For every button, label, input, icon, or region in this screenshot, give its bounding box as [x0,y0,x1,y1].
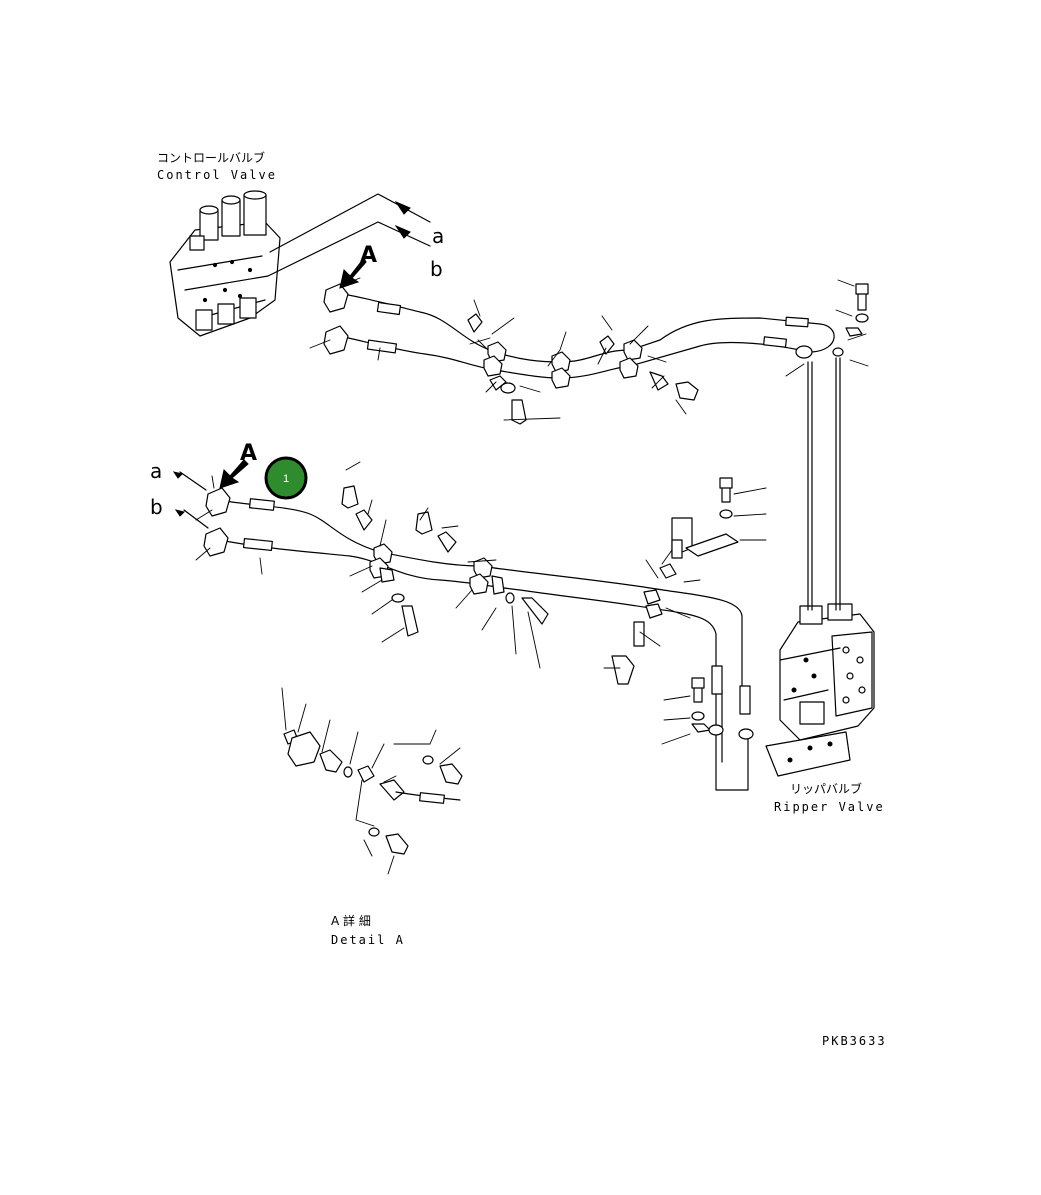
detail-a-jp-label: A 詳 細 [331,913,371,928]
control-valve-en-label: Control Valve [157,168,277,182]
control-valve [169,190,281,337]
drawing-code: PKB3633 [822,1034,887,1048]
control-valve-jp-label: コントロールバルブ [157,150,265,165]
port-a-marker-top: a [432,224,444,248]
callout-1-label: 1 [283,473,289,485]
ripper-valve [765,603,875,777]
port-b-marker-top: b [430,257,443,281]
detail-a-view [281,687,463,875]
callout-1-circle [264,456,308,500]
detail-a-en-label: Detail A [331,933,405,947]
view-a-marker-top: A [360,243,377,268]
ripper-valve-en-label: Ripper Valve [774,800,885,814]
callout-1[interactable]: 1 [264,456,308,500]
ripper-valve-jp-label: リッパバルブ [790,781,862,796]
view-a-marker-mid: A [240,441,257,466]
port-a-marker-mid: a [150,459,162,483]
port-b-marker-mid: b [150,495,163,519]
